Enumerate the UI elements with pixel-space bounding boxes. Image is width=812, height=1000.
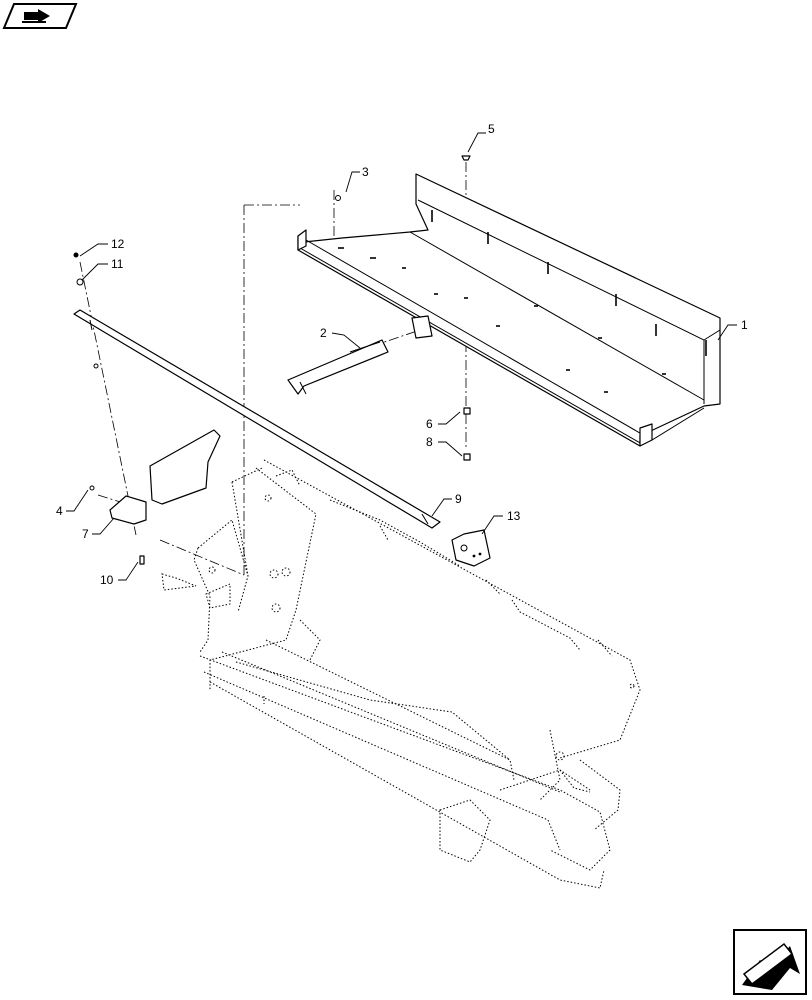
callout-2: 2 (320, 326, 327, 340)
callout-7: 7 (82, 527, 89, 541)
part-7-bracket-plate (109, 429, 221, 525)
header-frame-reference (161, 459, 641, 889)
callout-1: 1 (741, 318, 748, 332)
callout-labels: 1 2 3 4 5 6 7 8 9 10 11 12 13 (56, 122, 748, 587)
callout-6: 6 (426, 417, 433, 431)
part-2-bracket (287, 339, 389, 395)
reference-lines (79, 162, 467, 576)
callout-4: 4 (56, 504, 63, 518)
part-13-hook (451, 529, 491, 567)
part-1-tray (297, 173, 721, 447)
callout-3: 3 (362, 165, 369, 179)
callout-10: 10 (100, 573, 114, 587)
callout-8: 8 (426, 435, 433, 449)
callout-5: 5 (488, 122, 495, 136)
part-9-rod (73, 309, 441, 529)
book-arrow-icon[interactable] (2, 3, 78, 29)
next-page-arrow-icon[interactable] (733, 929, 807, 995)
callout-9: 9 (455, 492, 462, 506)
callout-13: 13 (507, 509, 521, 523)
callout-12: 12 (111, 237, 125, 251)
callout-11: 11 (111, 257, 124, 271)
leader-lines (66, 132, 737, 581)
hardware (73, 155, 471, 565)
